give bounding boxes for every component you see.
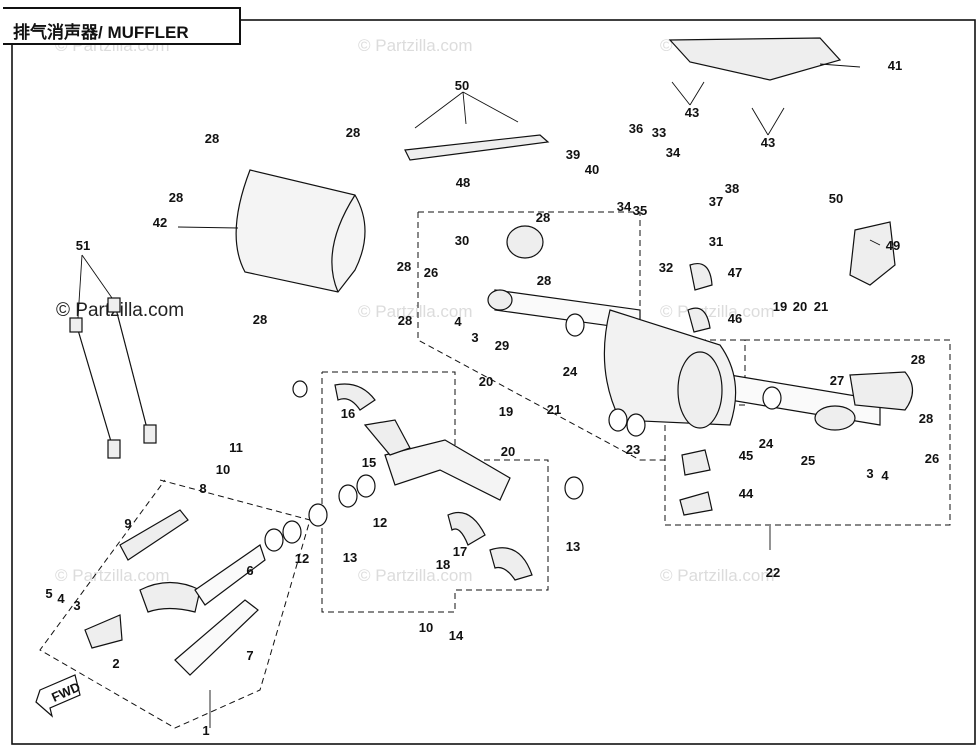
callout-4: 4 (57, 591, 65, 606)
callout-20: 20 (501, 444, 515, 459)
callout-30: 30 (455, 233, 469, 248)
callout-10: 10 (216, 462, 230, 477)
callout-2: 2 (112, 656, 119, 671)
callout-34: 34 (666, 145, 681, 160)
callout-10: 10 (419, 620, 433, 635)
callout-33: 33 (652, 125, 666, 140)
callout-50: 50 (455, 78, 469, 93)
callout-9: 9 (124, 516, 131, 531)
callout-28: 28 (919, 411, 933, 426)
callout-46: 46 (728, 311, 742, 326)
callout-28: 28 (911, 352, 925, 367)
callout-37: 37 (709, 194, 723, 209)
callout-15: 15 (362, 455, 376, 470)
callout-3: 3 (866, 466, 873, 481)
diagram-border (11, 19, 976, 745)
callout-3: 3 (471, 330, 478, 345)
callout-20: 20 (793, 299, 807, 314)
callout-28: 28 (169, 190, 183, 205)
parts (69, 37, 914, 676)
callout-24: 24 (563, 364, 578, 379)
callout-48: 48 (456, 175, 470, 190)
callout-40: 40 (585, 162, 599, 177)
callout-13: 13 (566, 539, 580, 554)
callout-47: 47 (728, 265, 742, 280)
watermark: © Partzilla.com (660, 302, 775, 321)
callout-19: 19 (773, 299, 787, 314)
callout-20: 20 (479, 374, 493, 389)
callout-12: 12 (373, 515, 387, 530)
callout-34: 34 (617, 199, 632, 214)
callout-29: 29 (495, 338, 509, 353)
callout-3: 3 (73, 598, 80, 613)
callout-39: 39 (566, 147, 580, 162)
callout-28: 28 (398, 313, 412, 328)
callout-28: 28 (346, 125, 360, 140)
callout-4: 4 (881, 468, 889, 483)
callout-24: 24 (759, 436, 774, 451)
callout-38: 38 (725, 181, 739, 196)
callout-26: 26 (424, 265, 438, 280)
callout-23: 23 (626, 442, 640, 457)
callout-28: 28 (205, 131, 219, 146)
callout-21: 21 (814, 299, 828, 314)
callout-26: 26 (925, 451, 939, 466)
callout-49: 49 (886, 238, 900, 253)
callout-36: 36 (629, 121, 643, 136)
callout-28: 28 (536, 210, 550, 225)
callout-51: 51 (76, 238, 90, 253)
callout-35: 35 (633, 203, 647, 218)
callout-5: 5 (45, 586, 52, 601)
callout-22: 22 (766, 565, 780, 580)
callout-7: 7 (246, 648, 253, 663)
callout-28: 28 (397, 259, 411, 274)
callout-1: 1 (202, 723, 209, 738)
callout-11: 11 (229, 440, 243, 455)
page-title: 排气消声器/ MUFFLER (13, 23, 189, 42)
watermark: © Partzilla.com (358, 566, 473, 585)
callout-6: 6 (246, 563, 253, 578)
callout-28: 28 (537, 273, 551, 288)
callout-14: 14 (449, 628, 464, 643)
callout-45: 45 (739, 448, 753, 463)
callout-17: 17 (453, 544, 467, 559)
watermark: © Partzilla.com (55, 566, 170, 585)
callout-44: 44 (739, 486, 754, 501)
callout-12: 12 (295, 551, 309, 566)
callout-41: 41 (888, 58, 902, 73)
callout-27: 27 (830, 373, 844, 388)
callout-16: 16 (341, 406, 355, 421)
callout-8: 8 (199, 481, 206, 496)
callout-labels: 1233344456789101011121213131415161718191… (45, 58, 939, 738)
callout-19: 19 (499, 404, 513, 419)
leader-lines (77, 63, 881, 728)
callout-31: 31 (709, 234, 723, 249)
title-box: 排气消声器/ MUFFLER (3, 7, 241, 45)
callout-43: 43 (761, 135, 775, 150)
callout-42: 42 (153, 215, 167, 230)
callout-13: 13 (343, 550, 357, 565)
watermark: © Partzilla.com (660, 566, 775, 585)
callout-50: 50 (829, 191, 843, 206)
callout-32: 32 (659, 260, 673, 275)
watermark: © Partzilla.com (358, 302, 473, 321)
callout-21: 21 (547, 402, 561, 417)
watermark: © Partzilla.com (358, 36, 473, 55)
fwd-arrow: FWD (35, 674, 82, 718)
callout-18: 18 (436, 557, 450, 572)
callout-25: 25 (801, 453, 815, 468)
callout-43: 43 (685, 105, 699, 120)
callout-4: 4 (454, 314, 462, 329)
callout-28: 28 (253, 312, 267, 327)
